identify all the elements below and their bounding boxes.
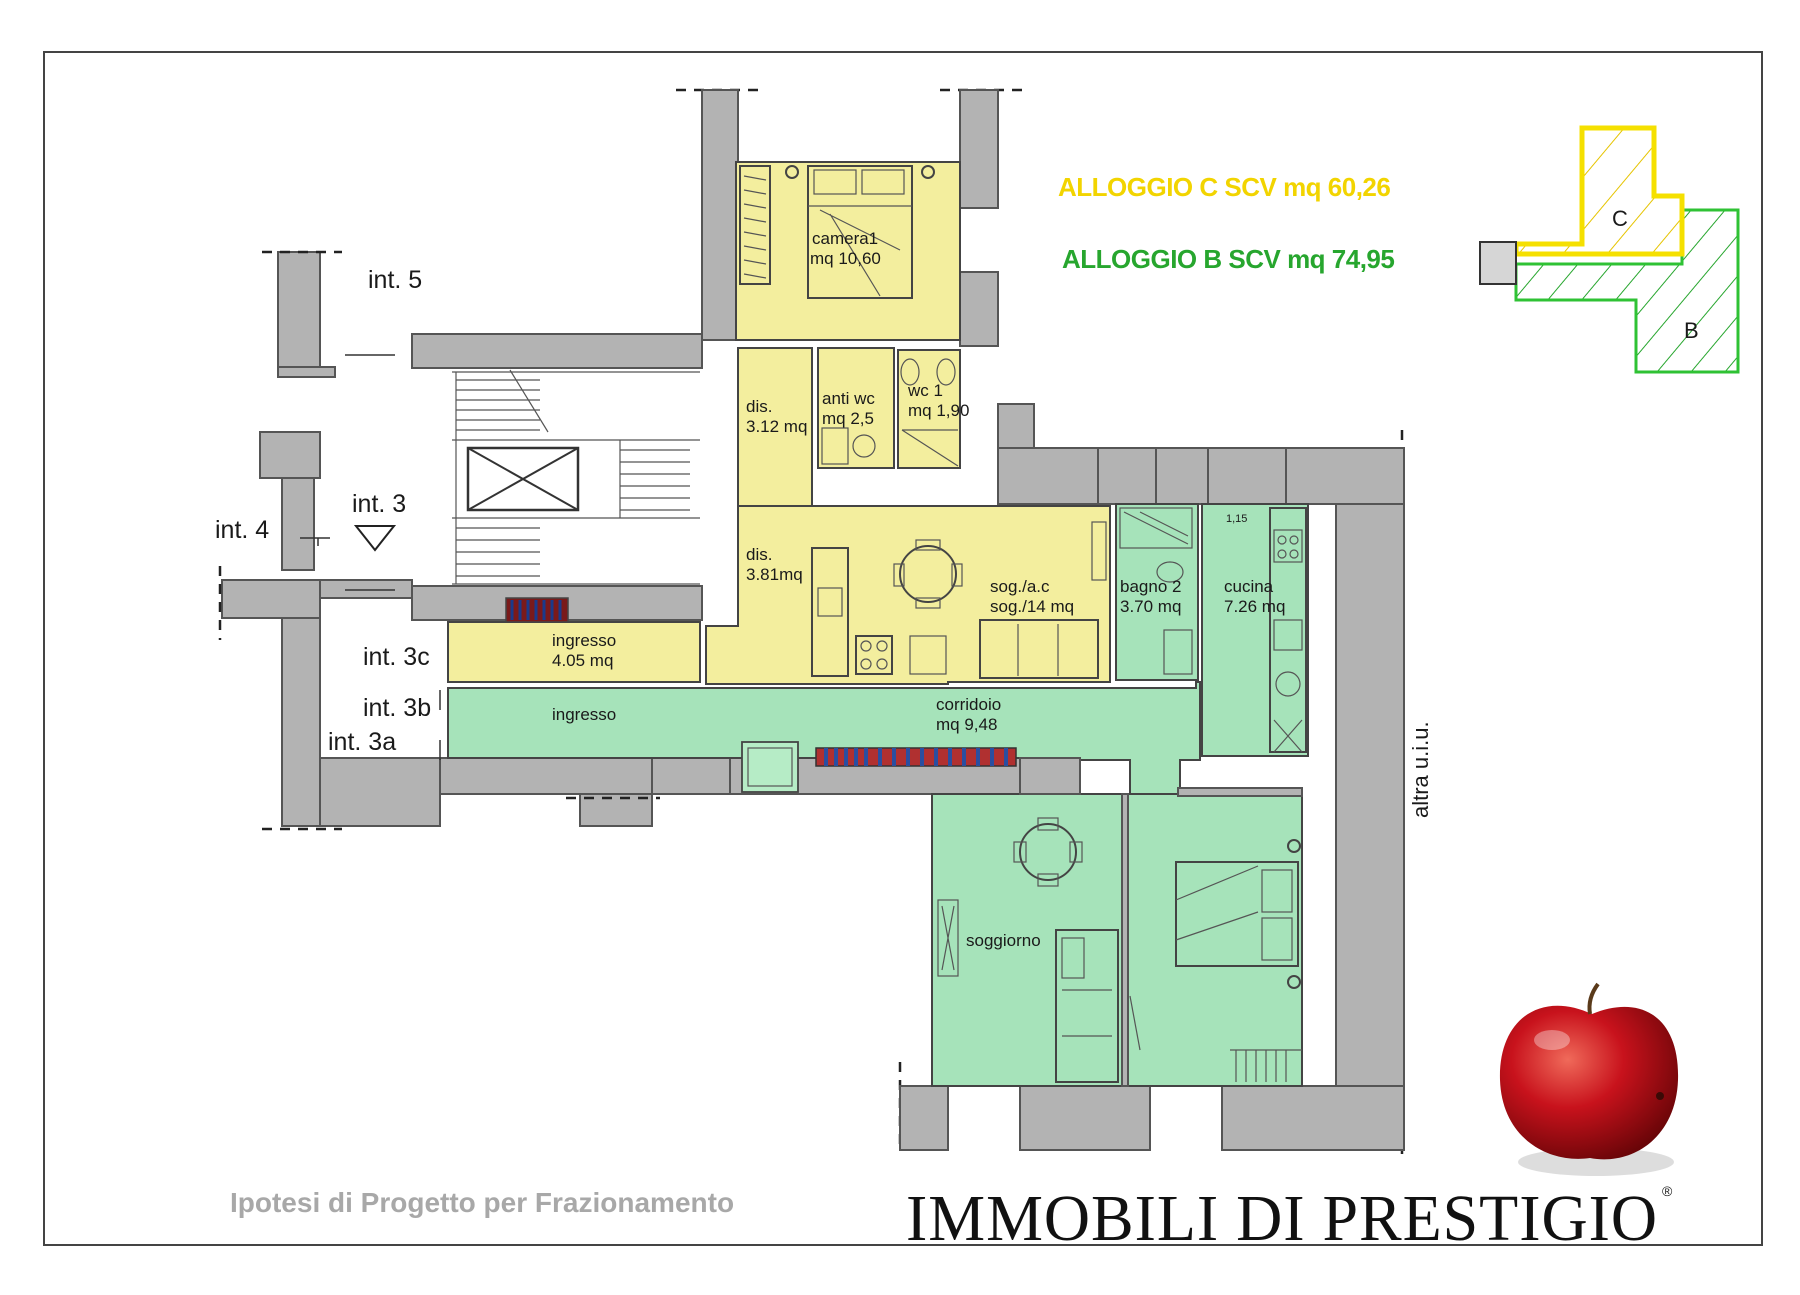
landing-arrow-icon [353, 525, 397, 552]
room-bagno-2 [1115, 503, 1199, 681]
label-camera1-area: mq 10,60 [810, 249, 881, 268]
room-anti-wc [817, 347, 895, 469]
stairwell-area [218, 88, 1404, 1160]
labels: int. 5 int. 4 int. 3 int. 3c int. 3b int… [215, 229, 1433, 950]
room-camera-b [1125, 793, 1303, 1087]
key-plan-stair [1479, 241, 1517, 285]
dining-table-icon [893, 539, 963, 609]
label-cucina-name: cucina [1224, 577, 1274, 596]
label-int3b: int. 3b [363, 694, 431, 722]
legend: ALLOGGIO C SCV mq 60,26 ALLOGGIO B SCV m… [1058, 172, 1395, 274]
room-soggiorno [931, 793, 1123, 1087]
project-subtitle: Ipotesi di Progetto per Frazionamento [230, 1187, 734, 1218]
label-soggiorno-name: soggiorno [966, 931, 1041, 950]
label-corridoio-name: corridoio [936, 695, 1001, 714]
key-plan-unit-c [1513, 125, 1685, 257]
bed-icon [785, 165, 935, 299]
label-int3a: int. 3a [328, 728, 396, 756]
label-antiwc-area: mq 2,5 [822, 409, 874, 428]
label-dis1-area: 3.12 mq [746, 417, 807, 436]
label-wc1-name: wc 1 [907, 381, 943, 400]
room-wc-1 [897, 349, 961, 469]
label-bagno2-area: 3.70 mq [1120, 597, 1181, 616]
label-wc1-area: mq 1,90 [908, 401, 969, 420]
room-ingresso-c [447, 621, 701, 683]
sofa-icon [979, 521, 1107, 679]
label-int3c: int. 3c [363, 643, 430, 671]
armchair-icon [741, 741, 799, 793]
label-altra-uiu: altra u.i.u. [1408, 721, 1433, 818]
label-int4: int. 4 [215, 516, 269, 544]
brand-registered-mark: ® [1662, 1183, 1673, 1199]
corridor-bookshelf-icon [815, 747, 1017, 767]
legend-unit-c: ALLOGGIO C SCV mq 60,26 [1058, 172, 1390, 202]
room-camera1 [735, 161, 961, 341]
label-bagno2-name: bagno 2 [1120, 577, 1181, 596]
east-walls [899, 447, 1405, 1151]
key-plan-label-b: B [1684, 318, 1699, 343]
label-ingressoB-name: ingresso [552, 705, 616, 724]
label-dis2-area: 3.81mq [746, 565, 803, 584]
unit-c [447, 89, 1111, 685]
apple-logo-icon [1499, 982, 1679, 1176]
kitchenette-icon [811, 547, 947, 677]
key-plan: C B [1479, 125, 1740, 374]
label-camera1-name: camera1 [812, 229, 878, 248]
brand-name: IMMOBILI DI PRESTIGIO [906, 1182, 1658, 1255]
label-corridoio-area: mq 9,48 [936, 715, 997, 734]
label-ingressoC-name: ingresso [552, 631, 616, 650]
wardrobe-icon [739, 165, 771, 285]
unit-b [447, 503, 1309, 1087]
label-sog-area: sog./14 mq [990, 597, 1074, 616]
elevator-shaft [466, 446, 580, 512]
bookshelf-icon [505, 597, 569, 623]
soggiorno-sofa-icon [1055, 929, 1119, 1083]
key-plan-label-c: C [1612, 206, 1628, 231]
label-int5: int. 5 [368, 266, 422, 294]
label-dis2-name: dis. [746, 545, 772, 564]
soggiorno-table-icon [1013, 817, 1083, 887]
legend-unit-b: ALLOGGIO B SCV mq 74,95 [1062, 244, 1394, 274]
room-dis-1 [737, 347, 813, 507]
bed-b-icon [1175, 839, 1301, 989]
label-int3: int. 3 [352, 490, 406, 518]
label-cucina-dim: 1,15 [1226, 513, 1247, 525]
label-dis1-name: dis. [746, 397, 772, 416]
label-sog-name: sog./a.c [990, 577, 1050, 596]
label-cucina-area: 7.26 mq [1224, 597, 1285, 616]
room-cucina [1201, 503, 1309, 757]
label-antiwc-name: anti wc [822, 389, 875, 408]
label-ingressoC-area: 4.05 mq [552, 651, 613, 670]
